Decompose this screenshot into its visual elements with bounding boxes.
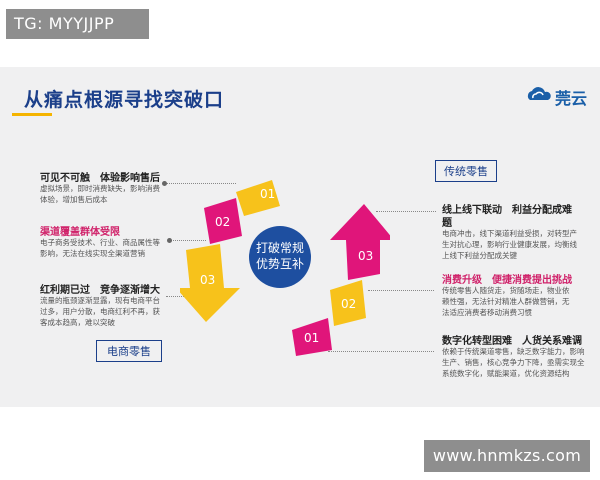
right-segment-03 [330,204,390,280]
logo-text: 莞云 [555,89,588,108]
right-item-1-heading-line-2: 题 [442,218,452,229]
right-item-2-line-1: 传统零售人随货走，货随场走，物业依 [442,286,570,295]
right-item-2-heading: 消费升级 便捷消费提出挑战 [442,275,572,286]
right-segment-01 [292,318,332,356]
right-connector-3 [328,351,434,352]
slide-title: 从痛点根源寻找突破口 [24,89,225,111]
right-item-2-line-3: 法适应消费者移动消费习惯 [442,308,532,317]
left-arrow-label-02: 02 [215,215,230,229]
left-connector-3 [166,296,186,297]
right-arrow-label-03: 03 [358,249,373,263]
right-item-3-line-1: 依赖于传统渠道零售，缺乏数字能力，影响 [442,347,585,356]
left-item-2-line-2: 影响，无法在线实现全渠道营销 [40,249,145,258]
center-line-2: 优势互补 [255,257,304,271]
left-item-1-line-2: 体验，增加售后成本 [40,195,108,204]
right-item-3-line-3: 系统数字化，赋能渠道，优化资源结构 [442,369,570,378]
left-item-3-line-1: 流量的瓶颈逐渐显露，现有电商平台 [40,296,160,305]
center-line-1: 打破常规 [255,241,304,255]
left-arrow-label-03: 03 [200,273,215,287]
cloud-logo-icon [527,87,551,100]
right-item-1-line-1: 电商冲击，线下渠道利益受损，对转型产 [442,229,577,238]
right-item-2-line-2: 赖性强，无法针对精准人群做营销，无 [442,297,570,306]
watermark-tag: TG: MYYJJPP [6,9,149,39]
cycle-arrows-graphic: 01 02 03 01 02 03 [180,180,390,356]
left-segment-03 [180,244,240,322]
left-item-2-heading: 渠道覆盖群体受限 [40,227,120,238]
left-item-2-line-1: 电子商务受技术、行业、商品属性等 [40,238,160,247]
right-item-1-line-3: 上线下利益分配成关键 [442,251,517,260]
left-connector-1 [164,183,236,184]
right-arrow-label-01: 01 [304,331,319,345]
right-item-3-heading: 数字化转型困难 人货关系难调 [442,336,582,347]
right-segment-02 [330,280,366,326]
left-connector-2-dot [167,238,172,243]
right-item-3-line-2: 生产、销售，核心竞争力下降，亟需实现全 [442,358,585,367]
left-connector-2 [170,240,206,241]
title-underline [12,113,52,116]
right-connector-2 [368,290,434,291]
right-connector-1 [376,211,436,212]
watermark-url: www.hnmkzs.com [424,440,590,472]
right-arrow-label-02: 02 [341,297,356,311]
left-segment-01 [236,180,280,216]
left-item-3-line-3: 客成本趋高，难以突破 [40,318,115,327]
left-item-3-heading: 红利期已过 竞争逐渐增大 [40,285,160,296]
left-connector-1-dot [162,181,167,186]
left-item-1-line-1: 虚拟场景，即时消费缺失，影响消费 [40,184,160,193]
traditional-retail-label: 传统零售 [435,160,497,182]
left-arrow-label-01: 01 [260,187,275,201]
center-circle: 打破常规 优势互补 [249,226,311,288]
left-item-1-heading: 可见不可触 体验影响售后 [40,173,160,184]
ecommerce-retail-label: 电商零售 [96,340,162,362]
right-item-1-line-2: 生对抗心理，影响行业健康发展，均衡线 [442,240,577,249]
left-item-3-line-2: 过多，用户分散，电商红利不再，获 [40,307,160,316]
right-item-1-heading-line-1: 线上线下联动 利益分配成难 [442,205,572,216]
left-segment-02 [204,198,242,244]
